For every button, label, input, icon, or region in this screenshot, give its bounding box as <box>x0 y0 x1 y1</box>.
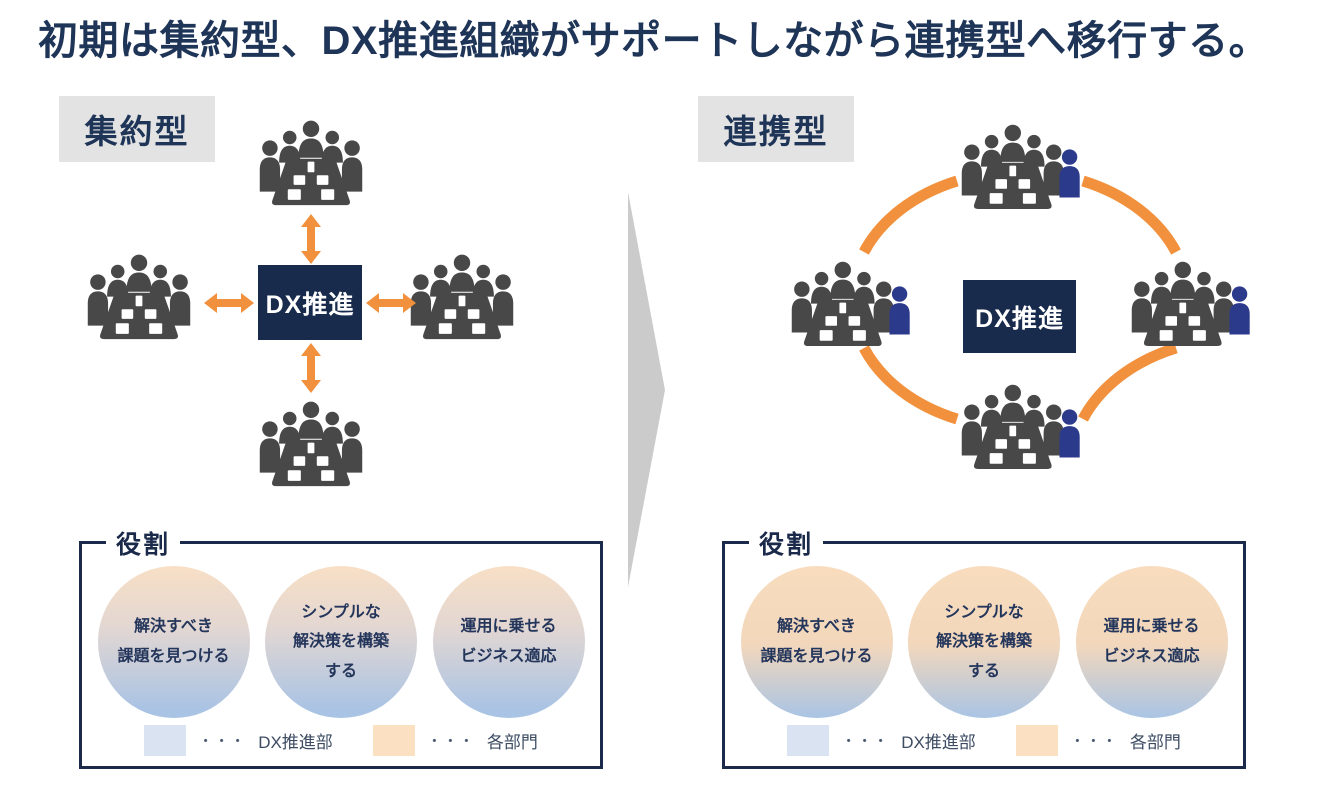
legend-swatch-each-dept <box>372 725 415 756</box>
meeting-group-with-dx-member-icon-left <box>785 259 915 356</box>
transition-arrow <box>628 192 665 587</box>
role-box-right: 役割 解決すべき 課題を見つける シンプルな 解決策を構築 する 運用に乗せる … <box>722 525 1246 769</box>
panel-left-type-label: 集約型 <box>59 96 215 162</box>
bidirectional-arrow-bottom <box>298 343 324 393</box>
role-circle-line: 課題を見つける <box>760 648 873 665</box>
legend-label-each-dept: 各部門 <box>1129 733 1181 752</box>
dx-hub-box-left: DX推進 <box>258 265 362 340</box>
role-circle-find-issues: 解決すべき 課題を見つける <box>97 566 250 718</box>
role-circle-line: 運用に乗せる <box>1103 618 1200 636</box>
meeting-group-with-dx-member-icon-right <box>1125 259 1255 356</box>
role-circle-line: シンプルな <box>944 603 1024 621</box>
role-box-left-title: 役割 <box>106 525 181 561</box>
role-circle-build-solutions: シンプルな 解決策を構築 する <box>908 566 1060 718</box>
role-circle-line: する <box>324 662 357 680</box>
bidirectional-arrow-right <box>366 290 416 316</box>
meeting-group-icon-right <box>404 252 520 349</box>
meeting-group-with-dx-member-icon-bottom <box>955 382 1085 479</box>
panel-right-type-label: 連携型 <box>698 96 854 162</box>
role-legend-right: ・・・ DX推進部 ・・・ 各部門 <box>725 725 1243 756</box>
legend-dots: ・・・ <box>1069 733 1118 750</box>
role-circle-line: ビジネス適応 <box>460 648 557 665</box>
role-legend-left: ・・・ DX推進部 ・・・ 各部門 <box>82 725 600 756</box>
role-circle-line: 課題を見つける <box>117 648 230 665</box>
dx-hub-box-right: DX推進 <box>963 280 1076 353</box>
meeting-group-icon-bottom <box>253 399 369 496</box>
legend-swatch-dx-dept <box>787 725 830 756</box>
role-circles-left: 解決すべき 課題を見つける シンプルな 解決策を構築 する 運用に乗せる ビジネ… <box>82 566 600 718</box>
collaboration-ring <box>859 175 1181 425</box>
legend-dots: ・・・ <box>426 733 475 750</box>
role-circle-line: 解決すべき <box>134 618 213 636</box>
legend-swatch-each-dept <box>1015 725 1058 756</box>
role-circle-line: 解決策を構築 <box>292 633 389 651</box>
role-circle-line: 解決すべき <box>777 618 856 636</box>
role-circle-line: 解決策を構築 <box>935 633 1032 651</box>
role-box-left: 役割 解決すべき 課題を見つける シンプルな 解決策を構築 する 運用に乗せる … <box>79 525 603 769</box>
bidirectional-arrow-top <box>298 214 324 264</box>
role-circle-build-solutions: シンプルな 解決策を構築 する <box>265 566 417 718</box>
meeting-group-icon-left <box>81 252 197 349</box>
role-circle-line: シンプルな <box>301 603 381 621</box>
role-box-right-title: 役割 <box>749 525 824 561</box>
legend-dots: ・・・ <box>841 733 890 750</box>
role-circle-line: する <box>967 662 1000 680</box>
legend-swatch-dx-dept <box>144 725 187 756</box>
slide-title: 初期は集約型、DX推進組織がサポートしながら連携型へ移行する。 <box>38 19 1270 63</box>
meeting-group-with-dx-member-icon-top <box>955 122 1085 219</box>
legend-label-each-dept: 各部門 <box>486 733 538 752</box>
role-circle-line: 運用に乗せる <box>460 618 557 636</box>
meeting-group-icon-top <box>253 118 369 215</box>
role-circle-business-adaptation: 運用に乗せる ビジネス適応 <box>432 566 585 718</box>
legend-dots: ・・・ <box>198 733 247 750</box>
role-circle-line: ビジネス適応 <box>1103 648 1200 665</box>
role-circle-business-adaptation: 運用に乗せる ビジネス適応 <box>1075 566 1228 718</box>
role-circle-find-issues: 解決すべき 課題を見つける <box>740 566 893 718</box>
legend-label-dx-dept: DX推進部 <box>258 733 333 752</box>
legend-label-dx-dept: DX推進部 <box>901 733 976 752</box>
role-circles-right: 解決すべき 課題を見つける シンプルな 解決策を構築 する 運用に乗せる ビジネ… <box>725 566 1243 718</box>
bidirectional-arrow-left <box>204 290 254 316</box>
